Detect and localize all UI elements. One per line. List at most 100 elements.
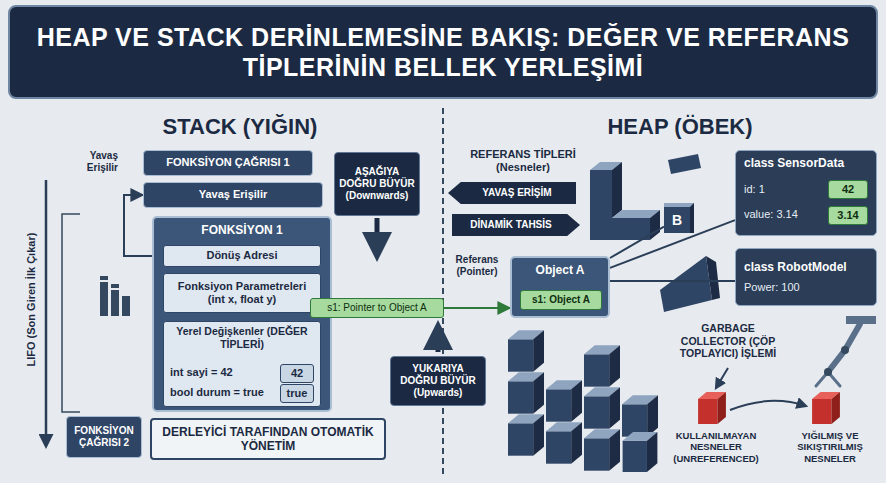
value-box: true <box>280 384 314 403</box>
divider <box>442 108 444 478</box>
decor-shape <box>508 330 544 371</box>
node-text: YAVAŞ ERİŞİM <box>452 187 572 199</box>
node-text: s1: Object A <box>525 294 597 306</box>
callout-box: AŞAĞIYA DOĞRU BÜYÜR (Downwards) <box>334 152 420 216</box>
group-label: REFERANS TİPLERİ (Nesneler) <box>462 148 584 174</box>
decor-shape <box>111 290 119 316</box>
stack-frame-box: FONKSİYON ÇAĞRISI 2 <box>66 416 142 458</box>
lifo-arrow <box>45 180 48 446</box>
local-variables-box: Yerel Değişkenler (DEĞER TİPLERİ) int say… <box>163 321 321 407</box>
bracket <box>62 214 80 412</box>
node-body-text: id: 1 <box>744 183 765 196</box>
decor-shape <box>546 422 582 463</box>
value-box: 42 <box>828 180 868 199</box>
node-text: 3.14 <box>833 209 863 222</box>
node-body-text: bool durum = true <box>170 386 264 399</box>
decor-shape <box>828 324 860 372</box>
note-label: Yavaş Erişilir <box>66 150 118 174</box>
process-label: GARBAGE COLLECTOR (ÇÖP TOPLAYICI) İŞLEMİ <box>668 322 788 360</box>
pointer-box: s1: Pointer to Object A <box>310 298 444 318</box>
decor-shape <box>546 380 582 421</box>
grow-up-arrow <box>436 326 441 352</box>
stack-frame-box: Yavaş Erişilir <box>143 182 323 208</box>
decor-shape <box>584 429 620 470</box>
node-text: B <box>668 212 686 229</box>
robot-arm <box>816 316 876 386</box>
value-box: 42 <box>280 364 314 383</box>
decor-shape <box>508 414 544 455</box>
value-box: 3.14 <box>828 206 868 225</box>
decor-shape <box>584 387 620 428</box>
compact-arrow <box>730 401 806 410</box>
caption-label: KULLANILMAYAN NESNELER (UNREFERENCED) <box>660 430 772 464</box>
connector <box>610 227 664 258</box>
node-text: FONKSİYON 1 <box>154 218 330 237</box>
connector <box>610 280 735 282</box>
class-box: class RobotModelPower: 100 <box>735 248 877 306</box>
decor-shape <box>612 162 622 218</box>
decor-shape <box>111 284 119 288</box>
node-text: class SensorData <box>736 151 876 170</box>
node-text: 42 <box>833 183 863 196</box>
decor-shape <box>100 282 108 316</box>
decor-shape <box>623 432 658 472</box>
decor-shape <box>122 296 130 316</box>
node-body-text: Power: 100 <box>744 281 868 294</box>
node-body-text: value: 3.14 <box>744 208 798 221</box>
node-text: Dönüş Adresi <box>168 249 316 262</box>
stack-frame-box: FONKSİYON ÇAĞRISI 1 <box>143 150 313 176</box>
parameters-box: Fonksiyon Parametreleri (int x, float y) <box>163 273 321 313</box>
callout-box: YUKARIYA DOĞRU BÜYÜR (Upwards) <box>390 356 486 406</box>
node-text: class RobotModel <box>744 260 868 274</box>
function-frame: FONKSİYON 1 Dönüş AdresiFonksiyon Paramet… <box>152 216 332 412</box>
decor-shape <box>622 395 658 436</box>
note-box: DERLEYİCİ TARAFINDAN OTOMATİK YÖNETİM <box>150 418 386 460</box>
node-text: Object A <box>512 258 608 277</box>
decor-shape <box>508 372 544 413</box>
gc-arrow <box>716 368 728 388</box>
trapezoid-object <box>660 256 720 312</box>
decor-shape <box>100 276 108 280</box>
stack-icon <box>100 276 130 316</box>
section-heading: STACK (YIĞIN) <box>140 114 340 140</box>
decor-shape <box>824 368 832 376</box>
banner-fill <box>448 182 576 204</box>
class-box: class SensorData id: 1 value: 3.14 42 3.14 <box>735 150 877 236</box>
arrow-banner: DİNAMİK TAHSİS <box>452 214 580 236</box>
object-cube: B <box>664 203 694 233</box>
node-text: DİNAMİK TAHSİS <box>456 219 576 231</box>
small-object <box>668 154 701 174</box>
section-heading: HEAP (ÖBEK) <box>580 114 780 140</box>
pointer-label: Referans (Pointer) <box>446 254 508 278</box>
node-text: FONKSİYON ÇAĞRISI 2 <box>71 425 137 449</box>
node-text: Yerel Değişkenler (DEĞER TİPLERİ) <box>164 322 320 350</box>
node-text: Yavaş Erişilir <box>148 188 318 201</box>
l-shape-object <box>590 162 660 240</box>
connector <box>444 307 510 309</box>
arrow-banner: YAVAŞ ERİŞİM <box>448 182 576 204</box>
node-text: AŞAĞIYA DOĞRU BÜYÜR (Downwards) <box>339 166 415 202</box>
node-text: 42 <box>285 367 309 380</box>
decor-shape <box>706 256 720 300</box>
unreferenced-object <box>698 392 726 424</box>
node-text: Fonksiyon Parametreleri (int x, float y) <box>168 280 316 306</box>
decor-shape <box>841 346 849 354</box>
node-text: s1: Pointer to Object A <box>315 302 439 314</box>
node-text: true <box>285 387 309 400</box>
title-text: HEAP VE STACK DERİNLEMESİNE BAKIŞ: DEĞER… <box>28 22 858 82</box>
node-text: YUKARIYA DOĞRU BÜYÜR (Upwards) <box>395 363 481 399</box>
decor-shape <box>650 210 660 240</box>
object-box: Object A s1: Object A <box>510 256 610 318</box>
caption-label: YIĞILMIŞ VE SIKIŞTIRILMIŞ NESNELER <box>782 430 878 464</box>
lifo-label: LIFO (Son Giren İlk Çıkar) <box>25 200 38 400</box>
grow-down-arrow <box>375 218 380 256</box>
heap-blocks <box>508 330 658 472</box>
banner-fill <box>452 214 580 236</box>
compacted-object <box>812 392 840 424</box>
node-text: DERLEYİCİ TARAFINDAN OTOMATİK YÖNETİM <box>156 425 380 454</box>
return-address-box: Dönüş Adresi <box>163 245 321 267</box>
node-body-text: int sayi = 42 <box>170 366 233 379</box>
title-band: HEAP VE STACK DERİNLEMESİNE BAKIŞ: DEĞER… <box>8 5 878 99</box>
